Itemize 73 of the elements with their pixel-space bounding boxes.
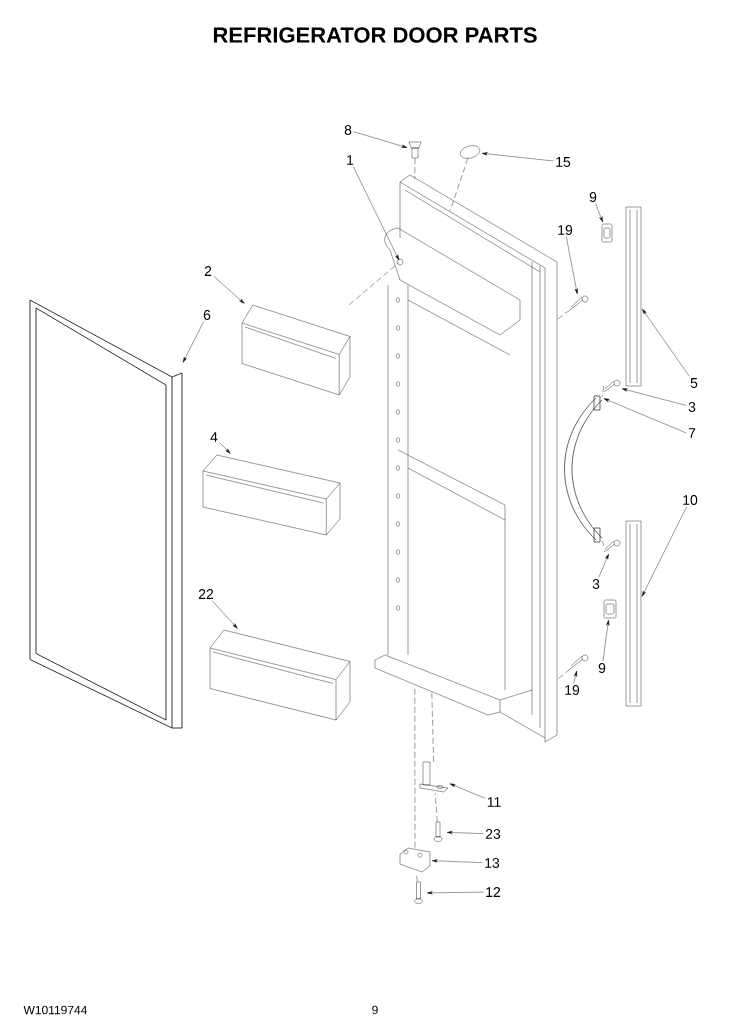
callout-number: 10	[683, 495, 698, 505]
page-number: 9	[372, 1005, 378, 1015]
leader-line	[219, 442, 231, 454]
callout-number: 7	[688, 428, 696, 438]
callout-number: 15	[556, 157, 571, 167]
screw-drawing	[569, 295, 589, 311]
door-bin-drawing	[241, 304, 351, 396]
leader-line	[213, 275, 245, 304]
leader-line	[182, 321, 204, 363]
document-number: W10119744	[23, 1005, 87, 1015]
leader-line	[426, 891, 484, 895]
callout-number: 3	[592, 579, 600, 589]
leader-line	[641, 506, 687, 597]
door-drawing	[374, 174, 558, 743]
callout-number: 8	[344, 125, 352, 135]
alignment-line	[449, 158, 469, 212]
callout-number: 9	[589, 192, 597, 202]
alignment-line	[602, 540, 604, 547]
leader-line	[353, 131, 408, 148]
callout-number: 5	[690, 378, 698, 388]
leader-line	[642, 308, 690, 377]
leader-line	[431, 859, 483, 863]
callout-number: 13	[485, 858, 500, 868]
leader-line	[598, 553, 609, 578]
screw-drawing	[569, 654, 589, 670]
clip-drawing	[601, 223, 613, 243]
callout-number: 6	[203, 310, 211, 320]
callout-number: 23	[485, 829, 501, 839]
door-bin-drawing	[209, 629, 351, 721]
trim-strip-drawing	[625, 520, 642, 707]
clip-drawing	[603, 599, 617, 619]
alignment-line	[431, 692, 434, 762]
screw-drawing	[414, 881, 423, 904]
screw-drawing	[603, 379, 621, 393]
alignment-line	[349, 262, 400, 305]
leader-line	[449, 783, 486, 799]
callout-number: 22	[198, 589, 214, 599]
alignment-line	[557, 669, 571, 680]
hinge-bracket-drawing	[399, 847, 431, 873]
leader-line	[573, 670, 577, 684]
alignment-line	[557, 309, 570, 320]
screw-drawing	[433, 821, 443, 842]
leader-line	[621, 388, 687, 406]
title: REFRIGERATOR DOOR PARTS	[213, 27, 537, 43]
screw-drawing	[603, 539, 621, 553]
door-bin-drawing	[202, 454, 341, 536]
handle-drawing	[564, 395, 603, 543]
callout-number: 3	[688, 402, 696, 412]
door-gasket-drawing	[29, 299, 183, 729]
leader-line	[211, 600, 238, 629]
leader-line	[481, 152, 554, 162]
leader-line	[602, 619, 610, 662]
callout-number: 1	[347, 155, 354, 165]
leader-line	[446, 831, 484, 835]
callout-number: 19	[565, 685, 580, 695]
trim-strip-drawing	[625, 206, 642, 387]
leader-line	[603, 398, 687, 434]
callout-number: 12	[486, 887, 501, 897]
alignment-line	[435, 793, 438, 822]
leader-line	[353, 166, 400, 261]
callout-number: 11	[487, 797, 501, 807]
callout-number: 19	[558, 225, 573, 235]
leader-line	[595, 203, 603, 223]
leader-line	[566, 236, 578, 295]
callout-number: 4	[210, 432, 218, 442]
gasket-ring-drawing	[460, 145, 480, 159]
cap-drawing	[408, 141, 422, 159]
alignment-line	[414, 158, 416, 179]
alignment-line	[416, 873, 418, 882]
callout-number: 9	[598, 663, 606, 673]
hinge-pin-drawing	[419, 761, 449, 793]
alignment-line	[602, 385, 604, 397]
callout-number: 2	[204, 266, 212, 276]
